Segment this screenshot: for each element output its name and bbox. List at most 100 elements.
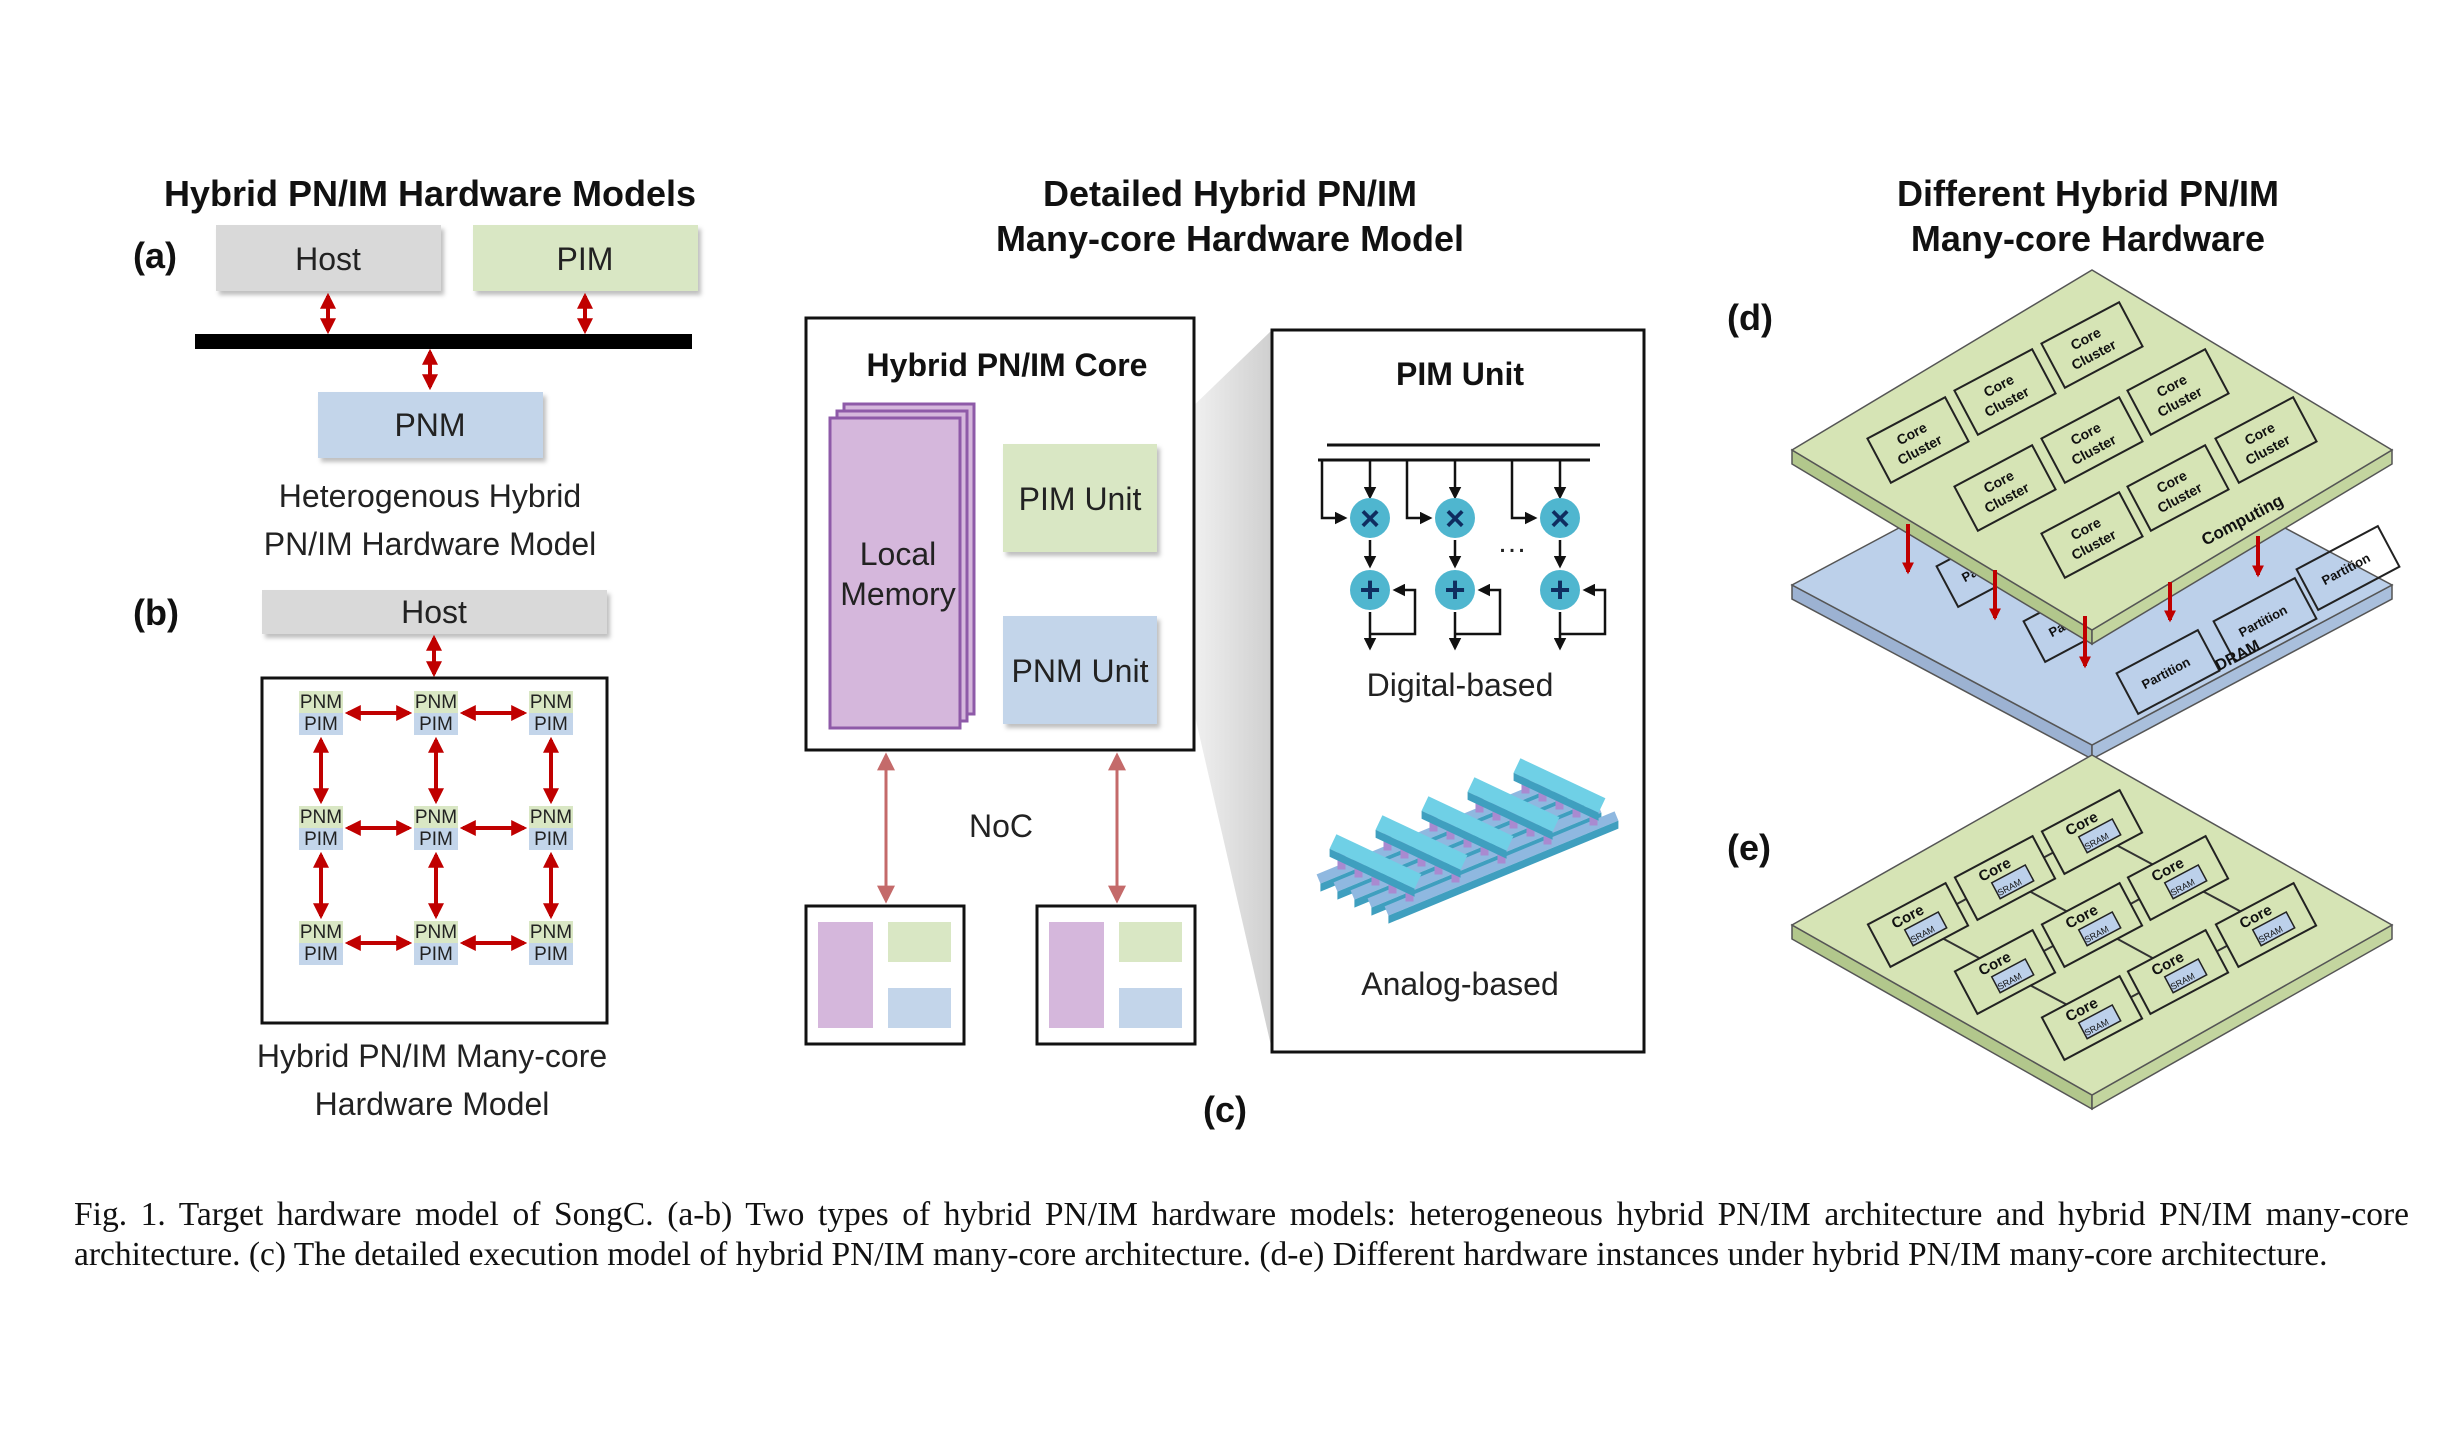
b-cell-pim bbox=[414, 943, 458, 965]
digital-label: Digital-based bbox=[1367, 667, 1554, 703]
crossbar-top-line-side bbox=[1467, 791, 1553, 840]
digital-circuit: ×+×+×+ bbox=[1318, 443, 1607, 651]
core-cluster-box bbox=[2040, 395, 2144, 485]
crossbar-top-line bbox=[1375, 815, 1468, 870]
b-cell-pnm-label: PNM bbox=[300, 692, 342, 713]
b-caption-line1: Hybrid PN/IM Many-core bbox=[257, 1038, 607, 1074]
b-cell-pnm-label: PNM bbox=[530, 922, 572, 943]
panel-de-title-line2: Many-core Hardware bbox=[1911, 218, 2265, 259]
panel-de: Different Hybrid PN/IM Many-core Hardwar… bbox=[1727, 173, 2401, 1111]
sram-box bbox=[2077, 817, 2122, 854]
b-cell-pim-label: PIM bbox=[534, 829, 568, 850]
partition-box bbox=[2212, 576, 2318, 664]
sram-box bbox=[1990, 863, 2035, 900]
b-cell-pnm bbox=[529, 806, 573, 828]
b-cell-pim-label: PIM bbox=[304, 829, 338, 850]
b-cell-pim-label: PIM bbox=[419, 829, 453, 850]
label-d: (d) bbox=[1727, 297, 1773, 338]
b-cell-pnm-label: PNM bbox=[300, 807, 342, 828]
core-cluster-box bbox=[2126, 347, 2230, 437]
sram-box bbox=[1903, 910, 1948, 947]
a-host-label: Host bbox=[295, 241, 361, 277]
a-pim-label: PIM bbox=[557, 241, 614, 277]
b-cell-pim-label: PIM bbox=[304, 714, 338, 735]
iso-plate-e: CoreSRAMCoreSRAMCoreSRAMCoreSRAMCoreSRAM… bbox=[1790, 754, 2394, 1111]
pnm-unit-box bbox=[1003, 616, 1157, 724]
core-cluster-box bbox=[2214, 395, 2318, 485]
b-cell-pnm bbox=[529, 691, 573, 713]
b-cell-pnm bbox=[299, 921, 343, 943]
b-cell-pim bbox=[414, 828, 458, 850]
pim-unit-label: PIM Unit bbox=[1019, 481, 1142, 517]
add-icon bbox=[1540, 570, 1580, 610]
figure-caption: Fig. 1. Target hardware model of SongC. … bbox=[74, 1196, 2409, 1273]
panel-de-title-line1: Different Hybrid PN/IM bbox=[1897, 173, 2279, 214]
mini-core-right-pim bbox=[1119, 922, 1182, 962]
crossbar-bottom-line-side bbox=[1388, 820, 1619, 924]
b-cell-pnm bbox=[414, 921, 458, 943]
b-cell-pnm-label: PNM bbox=[415, 692, 457, 713]
core-cluster-box bbox=[1866, 395, 1970, 485]
b-cell-pim bbox=[299, 713, 343, 735]
b-cell-pnm-label: PNM bbox=[530, 692, 572, 713]
a-caption-line1: Heterogenous Hybrid bbox=[279, 478, 581, 514]
wire-weight-mul bbox=[1510, 460, 1538, 525]
crossbar-top-line-side bbox=[1421, 810, 1507, 859]
sram-box bbox=[2077, 910, 2122, 947]
mini-core-right-memory bbox=[1049, 922, 1104, 1028]
sram-box bbox=[2163, 863, 2208, 900]
b-cell-pnm-label: PNM bbox=[415, 807, 457, 828]
b-caption-line2: Hardware Model bbox=[315, 1086, 550, 1122]
b-cell-pim-label: PIM bbox=[419, 714, 453, 735]
add-icon bbox=[1350, 570, 1390, 610]
crossbar-top-line-side bbox=[1329, 848, 1415, 897]
label-b: (b) bbox=[133, 592, 179, 633]
b-cell-pnm bbox=[299, 691, 343, 713]
figure-canvas: Hybrid PN/IM Hardware Models (a) Host PI… bbox=[133, 173, 2401, 1130]
core-cluster-box bbox=[1953, 347, 2057, 437]
sram-box bbox=[1990, 957, 2035, 994]
wire-accumulate bbox=[1560, 583, 1607, 636]
b-cell-pim-label: PIM bbox=[534, 714, 568, 735]
sram-box bbox=[2163, 957, 2208, 994]
b-cell-pnm bbox=[529, 921, 573, 943]
add-icon-glyph: + bbox=[1549, 569, 1570, 610]
b-cell-pim bbox=[299, 828, 343, 850]
wire-accumulate bbox=[1370, 583, 1417, 636]
panel-c-title-line1: Detailed Hybrid PN/IM bbox=[1043, 173, 1417, 214]
noc-label: NoC bbox=[969, 808, 1033, 844]
mini-core-left-pim bbox=[888, 922, 951, 962]
panel-c-title-line2: Many-core Hardware Model bbox=[996, 218, 1464, 259]
local-memory-layer-1 bbox=[828, 416, 962, 730]
b-cell-pim-label: PIM bbox=[419, 944, 453, 965]
a-caption-line2: PN/IM Hardware Model bbox=[264, 526, 597, 562]
core-cluster-box bbox=[2040, 490, 2144, 580]
a-pim-box bbox=[473, 225, 698, 291]
b-cell-pim bbox=[529, 943, 573, 965]
pnm-unit-label: PNM Unit bbox=[1012, 653, 1149, 689]
multiply-icon bbox=[1540, 498, 1580, 538]
b-cell-pim bbox=[414, 713, 458, 735]
pim-unit-box bbox=[1003, 444, 1157, 552]
b-cell-pim bbox=[529, 713, 573, 735]
mini-core-left-memory bbox=[818, 922, 873, 1028]
partition-box bbox=[2295, 524, 2401, 612]
wire-weight-mul bbox=[1320, 460, 1348, 525]
a-bus bbox=[195, 334, 692, 349]
crossbar-top-line bbox=[1467, 777, 1560, 832]
b-cell-pim-label: PIM bbox=[534, 944, 568, 965]
add-icon-glyph: + bbox=[1359, 569, 1380, 610]
local-memory-line1: Local bbox=[860, 536, 937, 572]
multiply-icon bbox=[1350, 498, 1390, 538]
core-title: Hybrid PN/IM Core bbox=[867, 347, 1148, 383]
partition-box bbox=[2115, 628, 2221, 716]
core-cluster-box bbox=[2126, 443, 2230, 533]
crossbar-top-line-side bbox=[1513, 772, 1599, 821]
b-cell-pim bbox=[299, 943, 343, 965]
core-cluster-box bbox=[2040, 300, 2144, 390]
b-cell-pnm bbox=[299, 806, 343, 828]
sram-box bbox=[2251, 910, 2296, 947]
mini-core-right-pnm bbox=[1119, 988, 1182, 1028]
wire-accumulate bbox=[1455, 583, 1502, 636]
b-manycore-frame bbox=[260, 676, 609, 1025]
